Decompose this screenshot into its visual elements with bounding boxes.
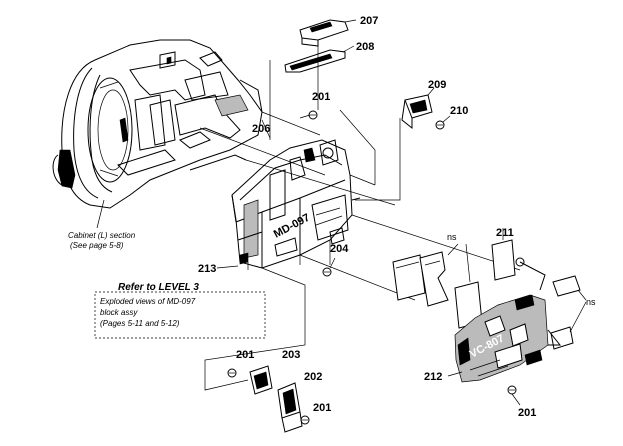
label-213: 213: [198, 263, 216, 275]
ns-sheet-right-2: [550, 326, 574, 350]
label-202: 202: [304, 371, 322, 383]
label-ns-2: ns: [586, 297, 596, 307]
vc-807-board: [454, 257, 562, 383]
screw-201-right: [507, 385, 521, 406]
part-209-holder: [401, 87, 435, 130]
screw-201-bottom: [300, 415, 310, 425]
label-ns-1: ns: [447, 232, 457, 242]
label-201-right: 201: [518, 407, 536, 419]
label-210: 210: [450, 105, 468, 117]
ns-sheet-2: [419, 251, 449, 307]
exploded-views-line-2: block assy: [100, 308, 138, 317]
label-201-left: 201: [236, 349, 254, 361]
label-leader-lines: [216, 114, 587, 377]
screw-204: [322, 257, 336, 277]
cabinet-section-label: Cabinet (L) section: [68, 231, 136, 240]
label-201-bottom: 201: [313, 402, 331, 414]
label-204: 204: [330, 243, 349, 255]
label-203: 203: [282, 349, 300, 361]
exploded-views-box: [94, 291, 266, 339]
part-211-sheet: [491, 228, 516, 281]
label-209: 209: [428, 79, 446, 91]
cabinet-section-page: (See page 5-8): [70, 241, 124, 250]
part-202-bracket: [277, 382, 303, 433]
refer-level-3: Refer to LEVEL 3: [118, 282, 199, 293]
screw-201-left: [227, 368, 237, 378]
label-206: 206: [252, 123, 270, 135]
part-208-bracket: [284, 45, 355, 73]
md-097-board-label: MD-097: [272, 212, 312, 241]
screw-201-top: [308, 110, 318, 120]
label-208: 208: [356, 41, 374, 53]
ns-sheet-1: [392, 254, 426, 301]
ns-sheet-right-1: [552, 275, 581, 297]
part-203-bracket: [249, 365, 273, 395]
exploded-views-line-1: Exploded views of MD-097: [100, 297, 196, 306]
part-210-screw: [435, 115, 451, 130]
cabinet-l-section: [52, 39, 263, 229]
label-207: 207: [360, 15, 378, 27]
label-201-top: 201: [312, 91, 330, 103]
label-212: 212: [424, 371, 442, 383]
exploded-views-line-3: (Pages 5-11 and 5-12): [100, 319, 180, 328]
md-097-block-assy: [231, 139, 361, 269]
assembly-leader-lines: [199, 46, 521, 391]
part-207-bracket: [299, 19, 357, 47]
label-211: 211: [496, 227, 514, 239]
